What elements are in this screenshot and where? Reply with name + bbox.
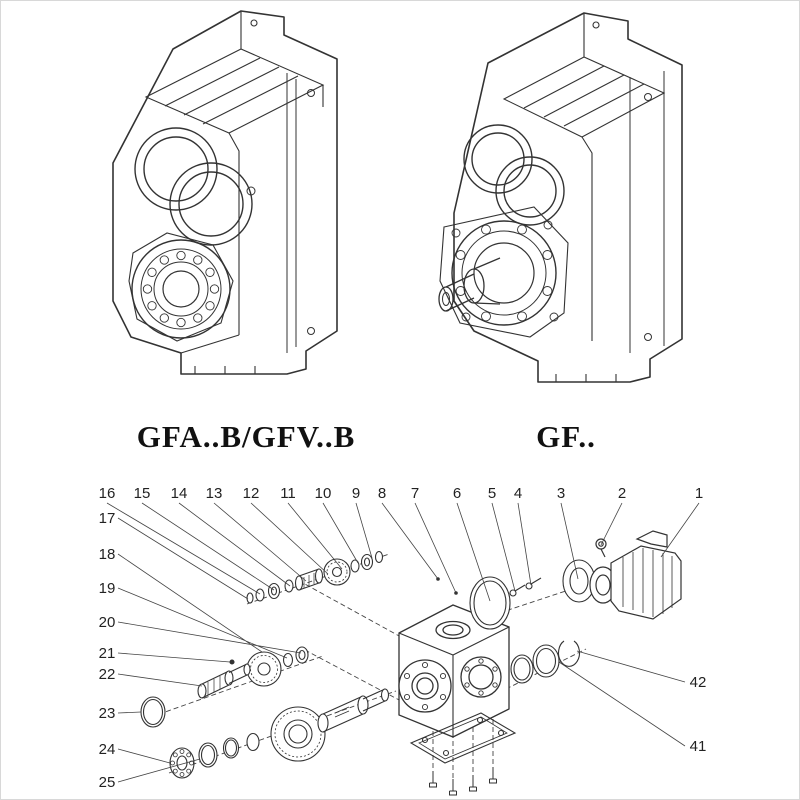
callout-2: 2 [618, 485, 626, 502]
callout-41: 41 [690, 738, 707, 755]
gf-gear-bores [463, 124, 565, 226]
gfa-bearing-balls [142, 250, 220, 328]
intermediate-gear-parts [140, 646, 309, 728]
gearbox-gfa-drawing [112, 10, 338, 375]
callout-19: 19 [99, 580, 116, 597]
gearbox-gf-drawing [438, 12, 683, 383]
housing-cover-holes [464, 658, 498, 696]
gfa-side-column [286, 73, 315, 353]
callout-6: 6 [453, 485, 461, 502]
gfa-gear-bores [134, 127, 256, 246]
gf-feet [555, 374, 617, 382]
gf-flange-bolt-holes [451, 220, 559, 322]
callout-17: 17 [99, 510, 116, 527]
output-flange-parts [469, 559, 596, 684]
callout-21: 21 [99, 645, 116, 662]
input-shaft-parts [246, 550, 384, 604]
callout-leaders [106, 502, 700, 783]
mounting-bolts [429, 767, 497, 796]
housing-flange-holes [403, 661, 447, 711]
callout-4: 4 [514, 485, 522, 502]
gfa-feet [194, 366, 256, 374]
model-label-gfa-gfv: GFA..B/GFV..B [136, 419, 356, 454]
model-label-gf: GF.. [536, 419, 596, 454]
motor [589, 530, 682, 620]
flange-bolts [509, 577, 542, 597]
gf-housing-outline [453, 12, 683, 383]
callout-22: 22 [99, 666, 116, 683]
mounting-plate [409, 712, 517, 764]
callout-18: 18 [99, 546, 116, 563]
callout-16: 16 [99, 485, 116, 502]
callout-24: 24 [99, 741, 116, 758]
snap-ring [557, 640, 581, 667]
gfa-housing-outline [112, 10, 338, 375]
callout-12: 12 [243, 485, 260, 502]
gf-output-flange [439, 206, 569, 338]
callout-11: 11 [280, 485, 296, 502]
callout-10: 10 [315, 485, 332, 502]
callout-20: 20 [99, 614, 116, 631]
gf-side-column [629, 71, 665, 353]
callout-23: 23 [99, 705, 116, 722]
callout-5: 5 [488, 485, 496, 502]
callout-25: 25 [99, 774, 116, 791]
callout-42: 42 [690, 674, 707, 691]
gfa-cooling-fins [144, 11, 325, 354]
output-shaft-parts [169, 688, 390, 779]
key-slot [334, 706, 350, 718]
leader-dots [436, 577, 458, 595]
callout-numbers: 16 15 14 13 12 11 10 9 8 7 6 5 4 3 2 1 1… [99, 485, 707, 791]
exploded-view-diagram: 16 15 14 13 12 11 10 9 8 7 6 5 4 3 2 1 1… [99, 485, 707, 796]
callout-13: 13 [206, 485, 223, 502]
gfa-output-bearing [128, 232, 234, 342]
gf-output-shaft [438, 257, 501, 312]
terminal-box [635, 530, 668, 548]
callout-3: 3 [557, 485, 565, 502]
callout-14: 14 [171, 485, 188, 502]
callout-9: 9 [352, 485, 360, 502]
callout-7: 7 [411, 485, 419, 502]
gear-housing [398, 604, 510, 738]
callout-1: 1 [695, 485, 703, 502]
motor-fins [622, 548, 673, 617]
callout-15: 15 [134, 485, 151, 502]
callout-8: 8 [378, 485, 386, 502]
